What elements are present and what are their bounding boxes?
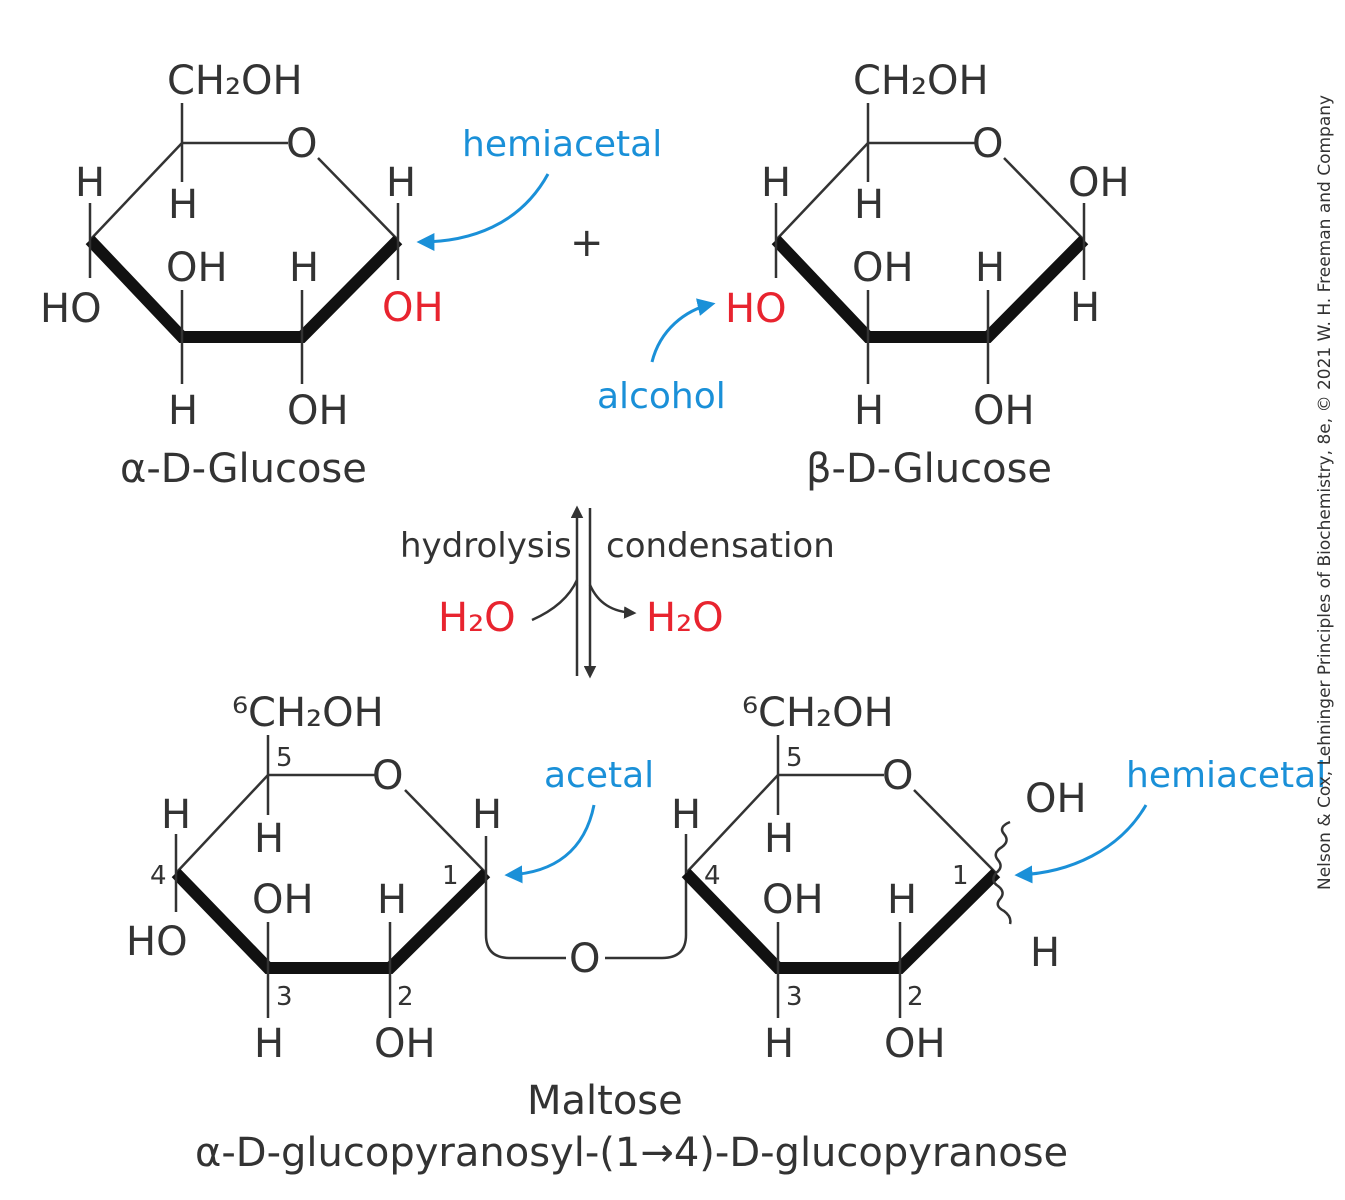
maltose-left-h-c5: H xyxy=(254,816,284,862)
beta-ring-oxygen: O xyxy=(972,121,1003,167)
alpha-ring-bonds xyxy=(85,103,403,384)
maltose-left-num-2: 2 xyxy=(397,982,414,1012)
alpha-h-c3: H xyxy=(168,388,198,434)
maltose-left-ch2oh: ⁶CH₂OH xyxy=(232,690,384,736)
maltose-right-h-c3: H xyxy=(764,1021,794,1067)
beta-h-c3: H xyxy=(854,388,884,434)
glycosidic-oxygen: O xyxy=(569,936,600,982)
maltose-right-ring-oxygen: O xyxy=(882,753,913,799)
top-hemiacetal-arrow xyxy=(416,173,550,251)
beta-oh-c1: OH xyxy=(1068,160,1130,206)
maltose-right-oh-c1: OH xyxy=(1025,776,1087,822)
maltose-right-oh-c2: OH xyxy=(884,1021,946,1067)
maltose-right-h-c4: H xyxy=(671,792,701,838)
maltose-name: Maltose xyxy=(527,1078,683,1124)
maltose-right-num-4: 4 xyxy=(704,861,721,891)
hydrolysis-label: hydrolysis xyxy=(400,526,572,566)
maltose-right-num-1: 1 xyxy=(952,861,969,891)
alpha-glucose-name: α-D-Glucose xyxy=(120,446,367,492)
beta-oh-c2: OH xyxy=(973,388,1035,434)
alpha-oh-c3: OH xyxy=(166,245,228,291)
maltose-right-oh-c3: OH xyxy=(762,877,824,923)
beta-d-glucose: CH₂OH O H H OH HO OH H H H OH β-D-Glucos… xyxy=(725,58,1130,492)
maltose-left-h-c3: H xyxy=(254,1021,284,1067)
water-left: H₂O xyxy=(438,595,516,641)
maltose-left-oh-c3: OH xyxy=(252,877,314,923)
water-in-arrow xyxy=(531,579,579,622)
maltose-left-ring xyxy=(171,735,491,1018)
maltose: ⁶CH₂OH O H H H HO OH H H OH 5 4 1 3 2 O xyxy=(126,690,1326,1176)
maltose-left-ho-c4: HO xyxy=(126,919,188,965)
alpha-h-c1: H xyxy=(386,160,416,206)
glycosidic-bond-right xyxy=(605,873,688,960)
maltose-left-num-3: 3 xyxy=(276,982,293,1012)
acetal-annotation: acetal xyxy=(504,755,654,884)
maltose-right-num-2: 2 xyxy=(907,982,924,1012)
wavy-bond-up xyxy=(994,820,1011,874)
top-hemiacetal-annotation: hemiacetal xyxy=(416,124,662,251)
beta-oh-c3: OH xyxy=(852,245,914,291)
maltose-left-num-1: 1 xyxy=(442,861,459,891)
alcohol-arrow xyxy=(650,298,716,363)
alpha-ch2oh: CH₂OH xyxy=(167,58,303,104)
beta-ring-bonds xyxy=(771,103,1089,384)
maltose-left-h-c1: H xyxy=(472,792,502,838)
beta-ho-c4: HO xyxy=(725,286,787,332)
beta-glucose-name: β-D-Glucose xyxy=(806,446,1052,492)
alpha-d-glucose: CH₂OH O H H H HO OH H OH H OH α-D-Glucos… xyxy=(40,58,444,492)
bottom-hemiacetal-arrow xyxy=(1014,804,1148,884)
alpha-oh-c1: OH xyxy=(382,285,444,331)
maltose-right-ring xyxy=(681,735,1012,1018)
maltose-right-h-c2: H xyxy=(887,877,917,923)
beta-h-c5: H xyxy=(854,182,884,228)
alpha-ho-c4: HO xyxy=(40,286,102,332)
alcohol-label: alcohol xyxy=(597,376,726,417)
water-out-arrow xyxy=(588,584,637,619)
alpha-ring-oxygen: O xyxy=(286,121,317,167)
copyright-credit: Nelson & Cox, Lehninger Principles of Bi… xyxy=(1315,95,1335,890)
plus-sign: + xyxy=(570,220,604,266)
maltose-left-ring-oxygen: O xyxy=(372,753,403,799)
maltose-right-ch2oh: ⁶CH₂OH xyxy=(742,690,894,736)
bottom-hemiacetal-label: hemiacetal xyxy=(1126,755,1326,796)
top-hemiacetal-label: hemiacetal xyxy=(462,124,662,165)
beta-ch2oh: CH₂OH xyxy=(853,58,989,104)
beta-h-c4: H xyxy=(761,160,791,206)
alpha-h-c2: H xyxy=(289,245,319,291)
maltose-left-num-4: 4 xyxy=(150,861,167,891)
glycosidic-bond-left xyxy=(484,873,566,960)
maltose-right-h-c1: H xyxy=(1030,930,1060,976)
bottom-hemiacetal-annotation: hemiacetal xyxy=(1014,755,1326,884)
acetal-arrow xyxy=(504,804,596,884)
acetal-label: acetal xyxy=(544,755,654,796)
maltose-systematic-name: α-D-glucopyranosyl-(1→4)-D-glucopyranose xyxy=(195,1130,1068,1176)
wavy-bond-down xyxy=(992,872,1012,925)
alpha-h-c5: H xyxy=(168,182,198,228)
alcohol-annotation: alcohol xyxy=(597,298,726,417)
maltose-left-h-c4: H xyxy=(161,792,191,838)
maltose-left-oh-c2: OH xyxy=(374,1021,436,1067)
maltose-right-num-3: 3 xyxy=(786,982,803,1012)
alpha-h-c4: H xyxy=(75,160,105,206)
maltose-right-h-c5: H xyxy=(764,816,794,862)
equilibrium-arrows: hydrolysis condensation H₂O H₂O xyxy=(400,505,835,679)
beta-h-c1: H xyxy=(1070,285,1100,331)
maltose-left-h-c2: H xyxy=(377,877,407,923)
alpha-oh-c2: OH xyxy=(287,388,349,434)
maltose-left-num-5: 5 xyxy=(276,743,293,773)
beta-h-c2: H xyxy=(975,245,1005,291)
condensation-label: condensation xyxy=(606,526,835,566)
maltose-right-num-5: 5 xyxy=(786,743,803,773)
water-right: H₂O xyxy=(646,595,724,641)
